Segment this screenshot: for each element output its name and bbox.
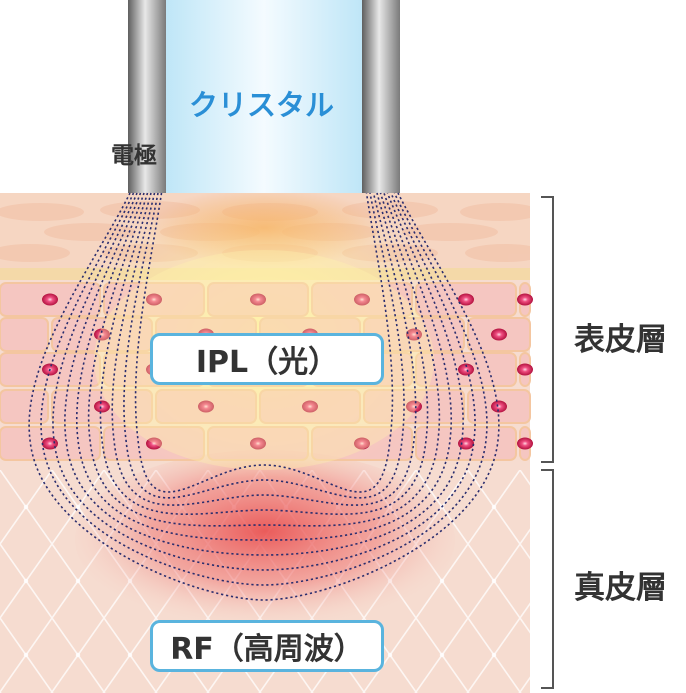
- cell-nucleus: [406, 400, 422, 413]
- cell-nucleus: [491, 328, 507, 341]
- rf-field-line: [64, 192, 464, 556]
- ipl-label-box: IPL（光）: [150, 333, 384, 385]
- cell-nucleus: [458, 293, 474, 306]
- cell-nucleus: [491, 400, 507, 413]
- cell-nucleus: [146, 437, 162, 450]
- cell-nucleus: [42, 437, 58, 450]
- rf-label-box: RF（高周波）: [150, 620, 384, 672]
- rf-field-lines: [28, 192, 500, 601]
- dermis-label: 真皮層: [574, 570, 667, 606]
- cell-nucleus: [198, 400, 214, 413]
- cell-nucleus: [250, 293, 266, 306]
- crystal: [166, 0, 362, 193]
- epidermis-cell: [0, 389, 49, 424]
- cell-nucleus: [94, 400, 110, 413]
- rf-field-line: [134, 192, 394, 493]
- cell-nucleus: [517, 363, 533, 376]
- dermis-bracket: [541, 469, 554, 689]
- cell-nucleus: [354, 293, 370, 306]
- cell-nucleus: [517, 437, 533, 450]
- epidermis-bracket: [541, 196, 554, 463]
- cell-nucleus: [42, 293, 58, 306]
- cell-nucleus: [354, 437, 370, 450]
- rf-field-line: [52, 192, 476, 571]
- rf-field-line: [123, 192, 405, 499]
- cell-nucleus: [250, 437, 266, 450]
- epidermis-label: 表皮層: [574, 322, 667, 358]
- cell-nucleus: [302, 400, 318, 413]
- cell-nucleus: [458, 363, 474, 376]
- cell-nucleus: [146, 293, 162, 306]
- epidermis-cell: [0, 317, 49, 352]
- cell-nucleus: [517, 293, 533, 306]
- crystal-label: クリスタル: [189, 88, 335, 122]
- electrode-label: 電極: [111, 143, 157, 169]
- rf-field-line: [111, 192, 417, 506]
- cell-nucleus: [94, 328, 110, 341]
- electrode-right: [362, 0, 400, 193]
- electrode-left: [128, 0, 166, 193]
- rf-field-line: [87, 192, 441, 527]
- cell-nucleus: [458, 437, 474, 450]
- rf-field-line: [28, 192, 500, 601]
- rf-field-line: [40, 192, 488, 586]
